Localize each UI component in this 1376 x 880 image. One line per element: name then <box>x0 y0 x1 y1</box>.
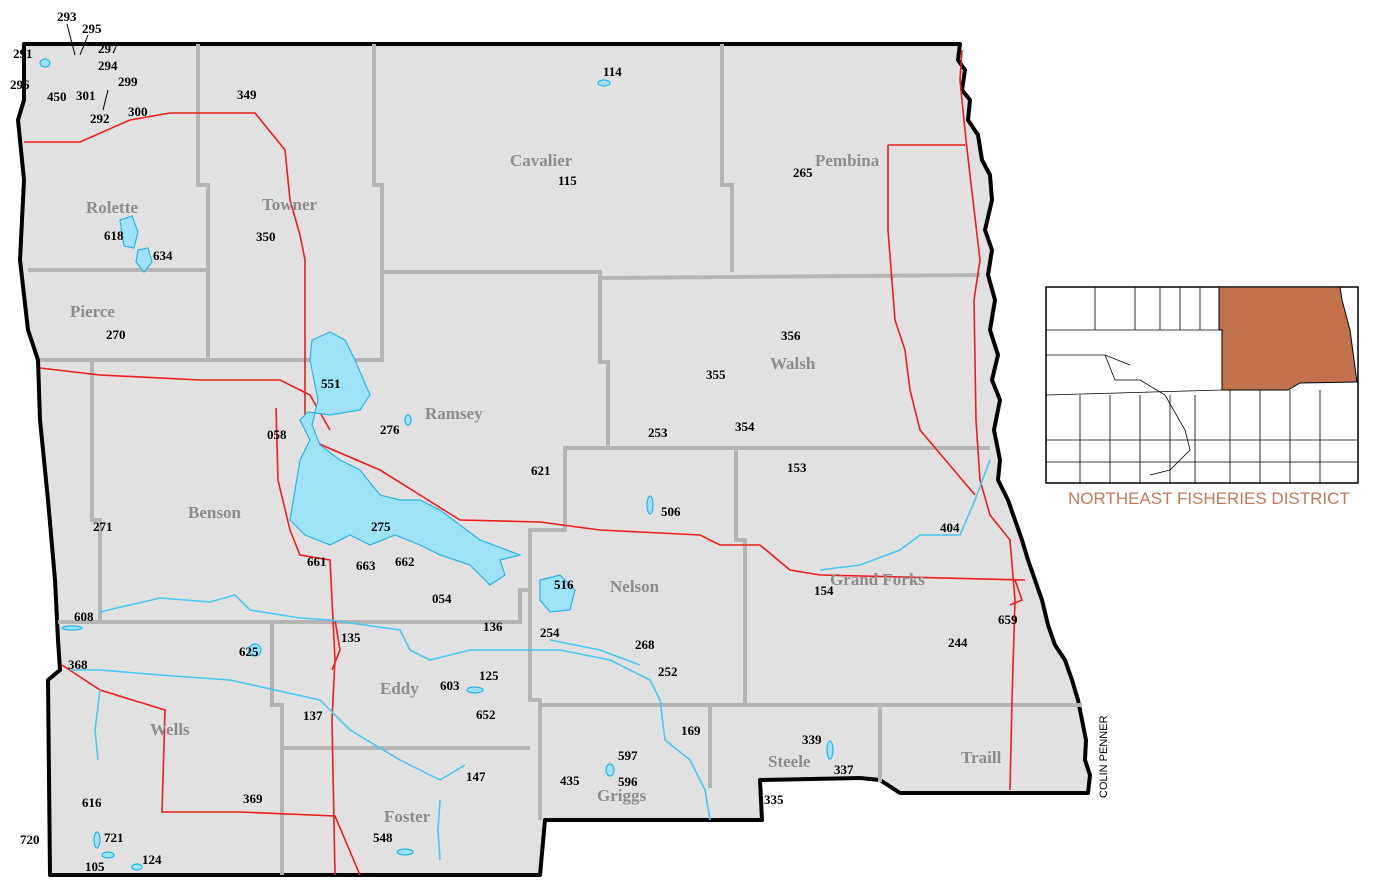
lake-label: 270 <box>106 327 126 342</box>
lake-label: 356 <box>781 328 801 343</box>
lake-label: 506 <box>661 504 681 519</box>
county-label-griggs: Griggs <box>597 786 646 805</box>
lake-label: 137 <box>303 708 323 723</box>
lake-label: 337 <box>834 762 854 777</box>
lake-label: 136 <box>483 619 503 634</box>
lake-label: 721 <box>104 830 124 845</box>
lake-label: 058 <box>267 427 287 442</box>
county-labels: Rolette Towner Cavalier Pembina Pierce R… <box>70 151 1002 826</box>
lake-label: 404 <box>940 520 960 535</box>
map-credit: COLIN PENNER <box>1098 715 1110 798</box>
lake-label: 435 <box>560 773 580 788</box>
lake-label: 276 <box>380 422 400 437</box>
lake-label: 548 <box>373 830 393 845</box>
lakes <box>39 58 834 871</box>
county-label-pembina: Pembina <box>815 151 880 170</box>
lake-label: 616 <box>82 795 102 810</box>
lake-label: 115 <box>558 173 577 188</box>
lake-label: 252 <box>658 664 678 679</box>
lake-label: 292 <box>90 111 110 126</box>
inset-district-highlight <box>1218 286 1358 391</box>
lake-label: 301 <box>76 88 96 103</box>
lake-label: 253 <box>648 425 668 440</box>
lake-label: 124 <box>142 852 162 867</box>
lake-label: 368 <box>68 657 88 672</box>
lake-label: 354 <box>735 419 755 434</box>
lake-label: 516 <box>554 577 574 592</box>
rivers <box>70 459 991 861</box>
county-label-walsh: Walsh <box>770 354 816 373</box>
lake-label: 154 <box>814 583 834 598</box>
county-label-cavalier: Cavalier <box>510 151 573 170</box>
lake-label: 135 <box>341 630 361 645</box>
county-label-benson: Benson <box>188 503 241 522</box>
lake-label: 618 <box>104 228 124 243</box>
county-label-pierce: Pierce <box>70 302 115 321</box>
devils-lake <box>289 331 523 586</box>
county-boundaries <box>28 44 1082 875</box>
lake-label: 661 <box>307 554 327 569</box>
lake-label: 297 <box>98 41 118 56</box>
lake-label: 369 <box>243 791 263 806</box>
lake-labels: 293 295 297 291 294 296 450 301 299 292 … <box>10 9 1018 874</box>
county-label-traill: Traill <box>961 748 1002 767</box>
lake-label: 169 <box>681 723 701 738</box>
lake-label: 294 <box>98 58 118 73</box>
county-label-foster: Foster <box>384 807 431 826</box>
lake-label: 603 <box>440 678 460 693</box>
county-label-nelson: Nelson <box>610 577 660 596</box>
lake-label: 295 <box>82 21 102 36</box>
lake-label: 296 <box>10 77 30 92</box>
lake-label: 608 <box>74 609 94 624</box>
lake-label: 659 <box>998 612 1018 627</box>
lake-label: 720 <box>20 832 40 847</box>
lake-label: 105 <box>85 859 105 874</box>
lake-label: 621 <box>531 463 551 478</box>
lake-label: 114 <box>603 64 622 79</box>
lake-label: 271 <box>93 519 113 534</box>
lake-label: 350 <box>256 229 276 244</box>
county-label-ramsey: Ramsey <box>425 404 483 423</box>
label-leader-lines <box>66 23 109 111</box>
lake-label: 293 <box>57 9 77 24</box>
county-label-towner: Towner <box>262 195 318 214</box>
county-label-wells: Wells <box>150 720 190 739</box>
lake-label: 299 <box>118 74 138 89</box>
lake-label: 662 <box>395 554 415 569</box>
inset-state-map <box>1045 286 1359 484</box>
lake-label: 254 <box>540 625 560 640</box>
lake-label: 355 <box>706 367 726 382</box>
lake-label: 339 <box>802 732 822 747</box>
lake-label: 663 <box>356 558 376 573</box>
inset-caption: NORTHEAST FISHERIES DISTRICT <box>1068 489 1350 508</box>
lake-label: 335 <box>764 792 784 807</box>
county-label-eddy: Eddy <box>380 679 419 698</box>
lake-label: 125 <box>479 668 499 683</box>
county-label-steele: Steele <box>768 752 811 771</box>
lake-label: 054 <box>432 591 452 606</box>
lake-label: 153 <box>787 460 807 475</box>
lake-label: 551 <box>321 376 341 391</box>
lake-label: 349 <box>237 87 257 102</box>
lake-label: 265 <box>793 165 813 180</box>
lake-label: 652 <box>476 707 496 722</box>
county-label-rolette: Rolette <box>86 198 138 217</box>
lake-label: 596 <box>618 774 638 789</box>
lake-label: 268 <box>635 637 655 652</box>
lake-label: 244 <box>948 635 968 650</box>
lake-label: 300 <box>128 104 148 119</box>
district-outline <box>16 42 1092 877</box>
lake-label: 275 <box>371 519 391 534</box>
county-label-grand-forks: Grand Forks <box>830 570 925 589</box>
lake-label: 625 <box>239 644 259 659</box>
lake-label: 597 <box>618 748 638 763</box>
lake-label: 450 <box>47 89 67 104</box>
lake-label: 147 <box>466 769 486 784</box>
lake-label: 291 <box>13 46 33 61</box>
lake-label: 634 <box>153 248 173 263</box>
